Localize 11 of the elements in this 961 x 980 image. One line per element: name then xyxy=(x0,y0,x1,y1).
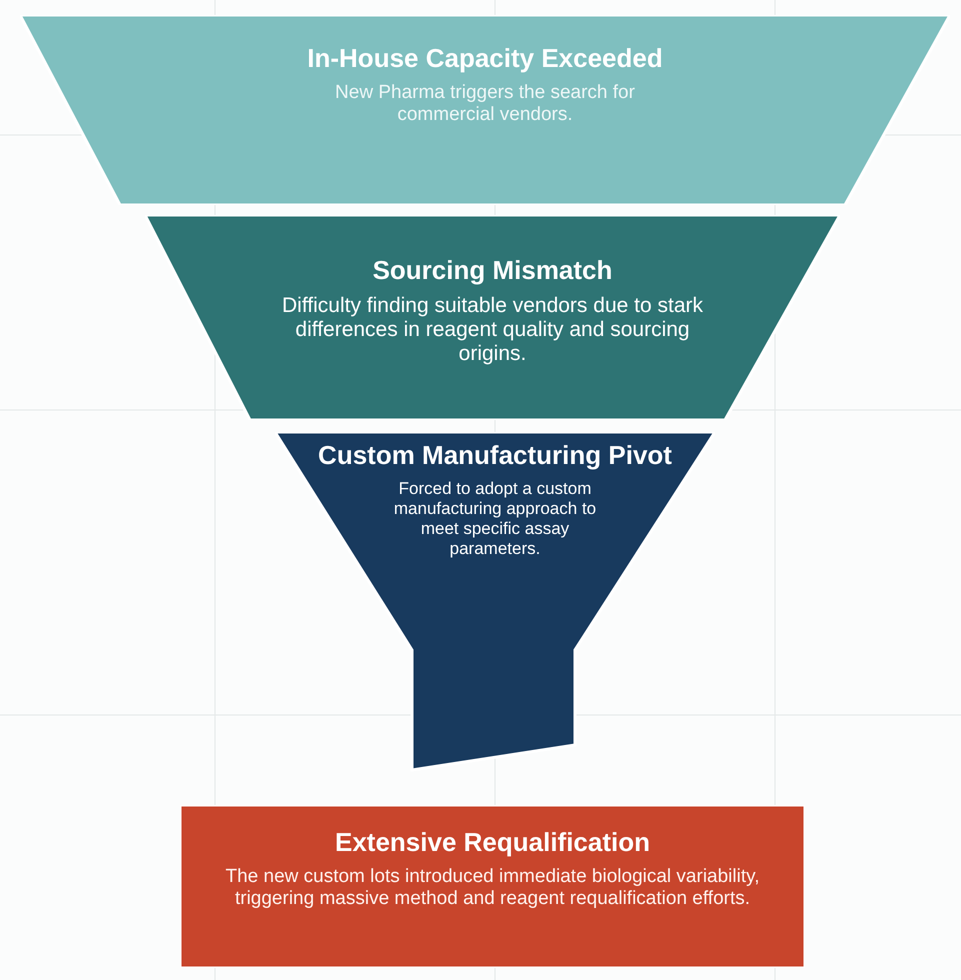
stage-heading: Custom Manufacturing Pivot xyxy=(317,440,673,471)
stage-description: Forced to adopt a custom manufacturing approach to meet specific assay parameters. xyxy=(392,479,598,559)
funnel-band xyxy=(20,15,950,205)
stage-description: New Pharma triggers the search for commercial vendors. xyxy=(334,82,636,126)
stage-description: The new custom lots introduced immediate biological variability, triggering massive method and reagent requalification efforts. xyxy=(224,866,760,910)
stage-heading: In-House Capacity Exceeded xyxy=(306,43,664,74)
funnel-band xyxy=(145,215,840,420)
result-box xyxy=(180,805,805,968)
stage-heading: Extensive Requalification xyxy=(334,827,651,858)
stage-description: Difficulty finding suitable vendors due to stark differences in reagent quality and sourcing origins. xyxy=(280,294,704,366)
stage-heading: Sourcing Mismatch xyxy=(372,255,614,286)
